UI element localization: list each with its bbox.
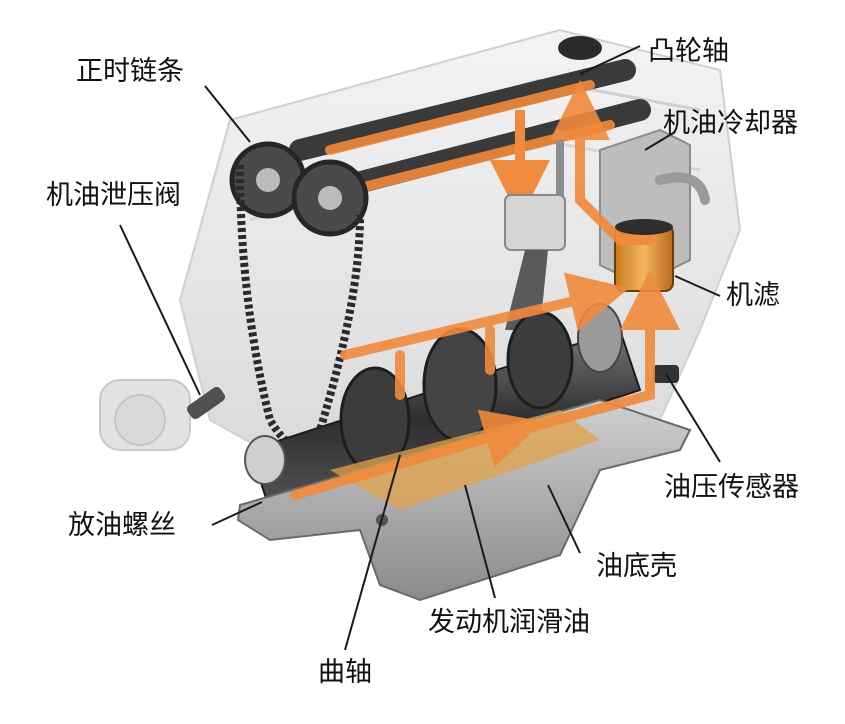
timing-chain bbox=[236, 164, 364, 452]
label-drain-plug: 放油螺丝 bbox=[68, 510, 176, 541]
label-oil-filter: 机滤 bbox=[726, 280, 780, 311]
label-pressure-relief-valve: 机油泄压阀 bbox=[46, 180, 181, 211]
label-oil-pressure-sensor: 油压传感器 bbox=[664, 472, 799, 503]
label-camshaft: 凸轮轴 bbox=[648, 36, 729, 67]
label-timing-chain: 正时链条 bbox=[76, 56, 184, 87]
oil-filter bbox=[614, 219, 674, 292]
label-oil-cooler: 机油冷却器 bbox=[663, 108, 798, 139]
label-oil-pan: 油底壳 bbox=[596, 551, 677, 582]
label-crankshaft: 曲轴 bbox=[318, 657, 372, 688]
timing-gears bbox=[229, 141, 369, 237]
oil-flow-paths bbox=[290, 80, 680, 500]
leader-lines bbox=[119, 45, 721, 651]
pressure-relief-valve-part bbox=[186, 386, 226, 420]
label-engine-oil: 发动机润滑油 bbox=[428, 607, 590, 638]
oil-cap bbox=[558, 36, 602, 60]
